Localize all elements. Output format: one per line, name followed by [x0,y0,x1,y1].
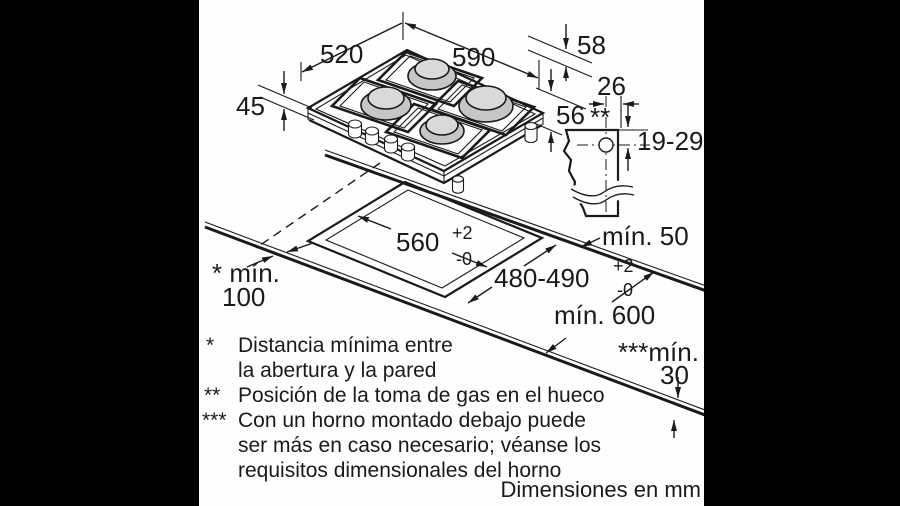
dimension-590: 590 [402,12,540,90]
dim-label-min-30-prefix: ***mín. [618,337,699,367]
footnote-3-line-3: requisitos dimensionales del horno [238,459,561,482]
dim-label-560: 560 [396,227,439,257]
cutout-opening [305,180,545,299]
dimension-min-30: ***mín. 30 [618,337,699,438]
dimension-min-100: * mín. 100 [212,242,314,312]
projection-dashed-line [255,162,381,249]
gas-connection-detail: 26 19-29 [562,71,704,218]
footnote-3-line-2: ser más en caso necesario; véanse los [238,434,601,457]
dim-label-min-30: 30 [660,360,689,390]
dim-label-590: 590 [452,42,495,72]
control-knobs [347,119,416,162]
installation-diagram: 520 590 58 45 [202,12,704,502]
footnote-2-line-1: Posición de la toma de gas en el hueco [238,384,605,407]
dim-label-min-600: mín. 600 [554,300,655,330]
dim-label-min-100: 100 [222,282,265,312]
dim-label-min-50: mín. 50 [602,221,689,251]
dim-label-480-490: 480-490 [494,263,589,293]
dim-label-19-29: 19-29 [637,126,704,156]
dim-label-520: 520 [320,39,363,69]
dimension-min-600: mín. 600 [545,271,655,354]
footnote-2-marker: ** [204,384,220,407]
footnote-3-marker: *** [202,409,227,432]
hob-drawing [305,48,546,194]
dimension-min-50: mín. 50 [580,221,689,251]
footnote-1-marker: * [206,334,214,357]
dim-label-26: 26 [597,71,626,101]
footnote-1-line-1: Distancia mínima entre [238,334,453,357]
footnote-3-line-1: Con un horno montado debajo puede [238,409,586,432]
footnotes: * Distancia mínima entre la abertura y l… [202,334,605,482]
dim-label-56: 56 [556,100,585,130]
dimension-56: 56 ** [533,69,610,152]
dimension-560: 560 +2 -0 [357,215,488,269]
units-caption: Dimensiones en mm [500,477,701,502]
dimension-45: 45 [236,71,315,131]
dimension-19-29: 19-29 [618,104,704,171]
dim-label-58: 58 [577,30,606,60]
countertop-drawing [204,149,704,417]
dim-label-min-prefix: * mín. [212,258,280,288]
footnote-1-line-2: la abertura y la pared [238,359,436,382]
tol-minus-560: -0 [456,249,472,269]
dimension-26: 26 [589,71,639,128]
tol-plus-480: +2 [613,256,634,276]
dimension-520: 520 [300,22,403,81]
gas-note-marker: ** [590,102,610,132]
tol-plus-560: +2 [452,223,473,243]
hob-foot [451,121,538,194]
dimension-480-490: 480-490 +2 -0 [467,244,634,304]
dim-label-45: 45 [236,91,265,121]
diagram-panel: 520 590 58 45 [199,0,704,506]
dimension-58: 58 [527,24,606,81]
